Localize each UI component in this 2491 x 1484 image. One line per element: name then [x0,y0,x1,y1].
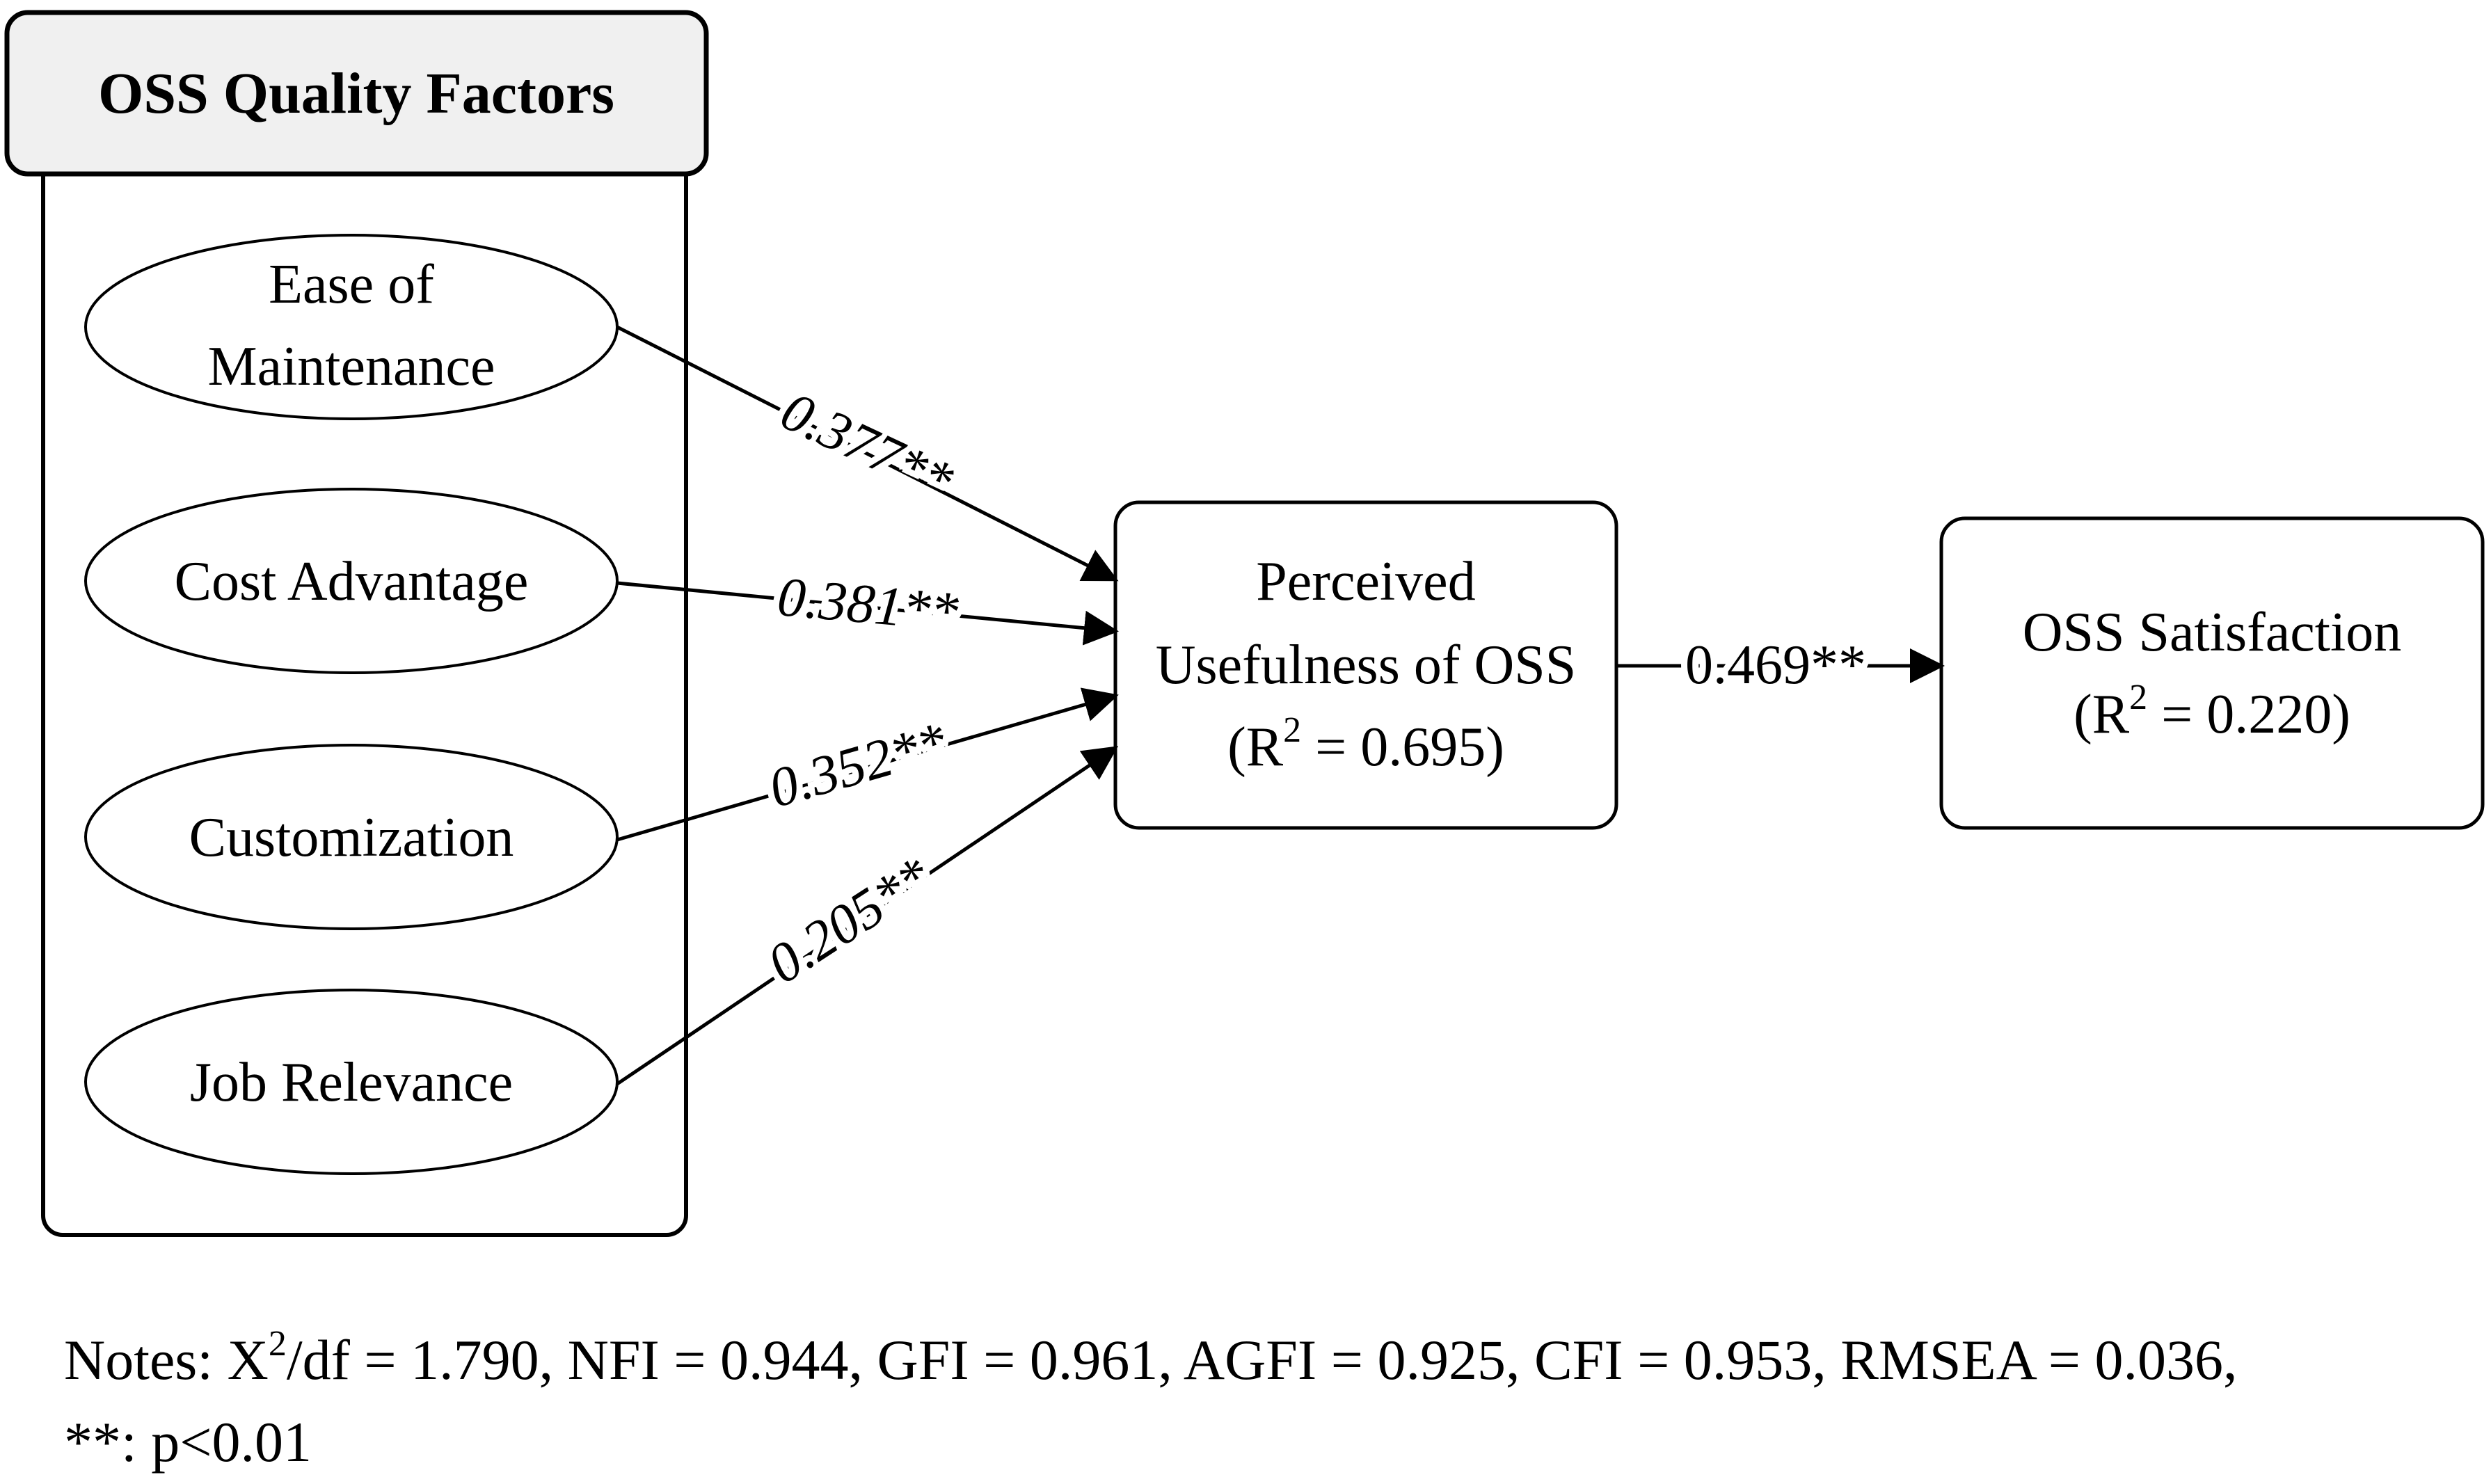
factor-customization-label: Customization [189,807,514,868]
factor-cost-advantage [84,488,619,674]
satisfaction-r2-prefix: (R [2074,684,2130,745]
path-label-ease: 0.377** [772,381,962,513]
perceived-r2-prefix: (R [1227,717,1284,778]
factor-job-relevance-label: Job Relevance [190,1052,513,1113]
perceived-r2-sup: 2 [1283,710,1301,750]
path-customization-to-perceived [616,687,1119,842]
quality-factors-title-box [4,10,709,177]
perceived-r2-suffix: = 0.695) [1301,717,1504,778]
perceived-usefulness-line-1: Perceived [1256,551,1475,612]
oss-satisfaction-r2: (R2 = 0.220) [2074,678,2350,745]
notes-prefix: Notes: X [64,1328,269,1391]
oss-satisfaction-box [1939,516,2485,830]
notes-sup: 2 [269,1324,287,1364]
satisfaction-r2-suffix: = 0.220) [2147,684,2350,745]
quality-factors-title: OSS Quality Factors [98,61,614,126]
path-label-cost: 0.381** [775,566,961,643]
path-label-perceived-to-satisfaction: 0.469** [1685,635,1866,696]
path-label-customization: 0.352** [763,711,953,820]
path-label-job: 0.205** [757,845,942,995]
perceived-usefulness-r2: (R2 = 0.695) [1227,710,1504,778]
satisfaction-r2-sup: 2 [2129,678,2147,717]
path-ease-to-perceived [616,325,1119,582]
notes-line-2: **: p<0.01 [64,1410,312,1474]
factor-ease-of-maintenance-label-2: Maintenance [207,336,495,397]
perceived-usefulness-line-2: Usefulness of OSS [1156,635,1576,696]
factor-ease-of-maintenance-label-1: Ease of [269,254,434,315]
path-job-to-perceived [616,746,1119,1086]
notes-rest: /df = 1.790, NFI = 0.944, GFI = 0.961, A… [287,1328,2238,1391]
factor-customization [84,744,619,930]
path-cost-to-perceived [616,581,1119,646]
oss-satisfaction-line-1: OSS Satisfaction [2023,602,2401,663]
factor-cost-advantage-label: Cost Advantage [175,551,529,612]
notes-line-1: Notes: X2/df = 1.790, NFI = 0.944, GFI =… [64,1324,2238,1391]
